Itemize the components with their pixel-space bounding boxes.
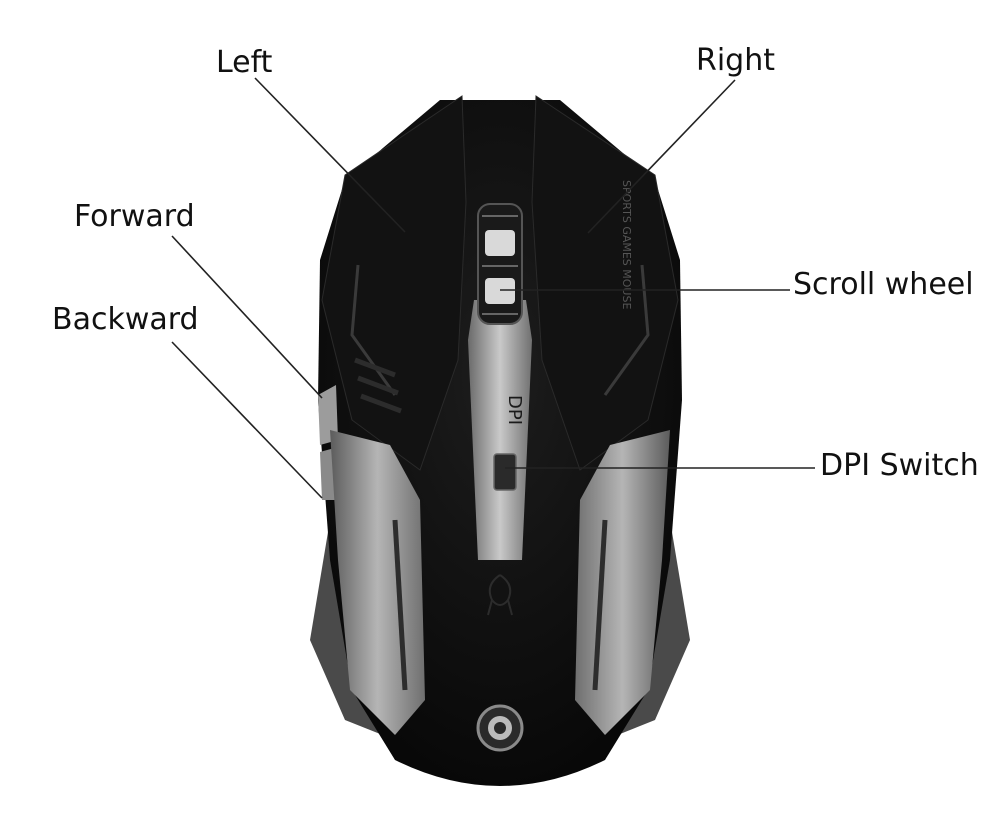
leader-forward [171, 235, 323, 399]
right-panel-groove [592, 519, 608, 691]
scorpion-logo [487, 574, 513, 616]
sports-games-mouse-text: SPORTS GAMES MOUSE [620, 180, 633, 309]
label-forward: Forward [74, 199, 195, 234]
left-accent-line [350, 264, 397, 396]
label-backward: Backward [52, 302, 199, 337]
center-strip [468, 300, 532, 560]
label-left: Left [216, 45, 273, 80]
right-button [531, 95, 679, 471]
label-scroll-wheel: Scroll wheel [793, 267, 974, 302]
forward-side-button [318, 385, 338, 445]
leader-left [254, 77, 406, 233]
dpi-button [493, 453, 517, 491]
leader-backward [171, 341, 323, 499]
leader-right [587, 79, 736, 234]
scroll-wheel [477, 203, 523, 325]
bottom-emblem [476, 704, 524, 752]
left-button [321, 95, 467, 471]
label-right: Right [696, 43, 775, 78]
left-panel-groove [392, 519, 408, 691]
dpi-strip-text: DPI [504, 395, 525, 425]
label-dpi-switch: DPI Switch [820, 448, 979, 483]
left-vents [354, 357, 402, 414]
right-accent-line [603, 264, 650, 396]
